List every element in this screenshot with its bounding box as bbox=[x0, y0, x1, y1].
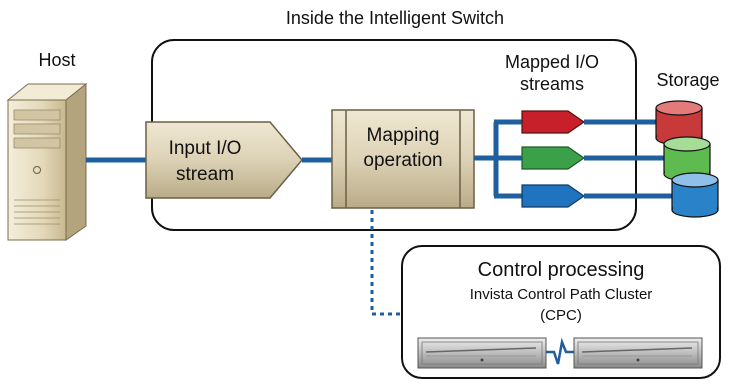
input-stream-box bbox=[145, 121, 303, 199]
mapping-line1: Mapping bbox=[367, 125, 440, 146]
control-title: Control processing bbox=[478, 259, 645, 281]
blue-stream-arrow bbox=[521, 184, 586, 208]
mapped-streams-line2: streams bbox=[520, 74, 584, 94]
cpc-unit-left-icon bbox=[417, 337, 547, 369]
control-link bbox=[370, 210, 404, 316]
host-label: Host bbox=[38, 50, 75, 70]
cpc-interconnect bbox=[546, 337, 574, 365]
cpc-unit-right-icon bbox=[573, 337, 703, 369]
fanout-links bbox=[474, 119, 522, 199]
blue-disk-icon bbox=[671, 172, 719, 218]
control-line1: Invista Control Path Cluster bbox=[470, 286, 653, 303]
control-line2: (CPC) bbox=[540, 307, 582, 324]
input-stream-line2: stream bbox=[176, 164, 234, 185]
green-stream-arrow bbox=[521, 146, 586, 170]
red-stream-arrow bbox=[521, 110, 586, 134]
storage-links bbox=[584, 119, 672, 199]
storage-label: Storage bbox=[656, 70, 719, 90]
mapped-streams-line1: Mapped I/O bbox=[505, 52, 599, 72]
input-stream-line1: Input I/O bbox=[169, 138, 242, 159]
mapping-line2: operation bbox=[363, 150, 442, 171]
switch-title: Inside the Intelligent Switch bbox=[286, 8, 504, 28]
host-server-icon bbox=[6, 82, 88, 241]
mapping-box bbox=[331, 109, 475, 209]
